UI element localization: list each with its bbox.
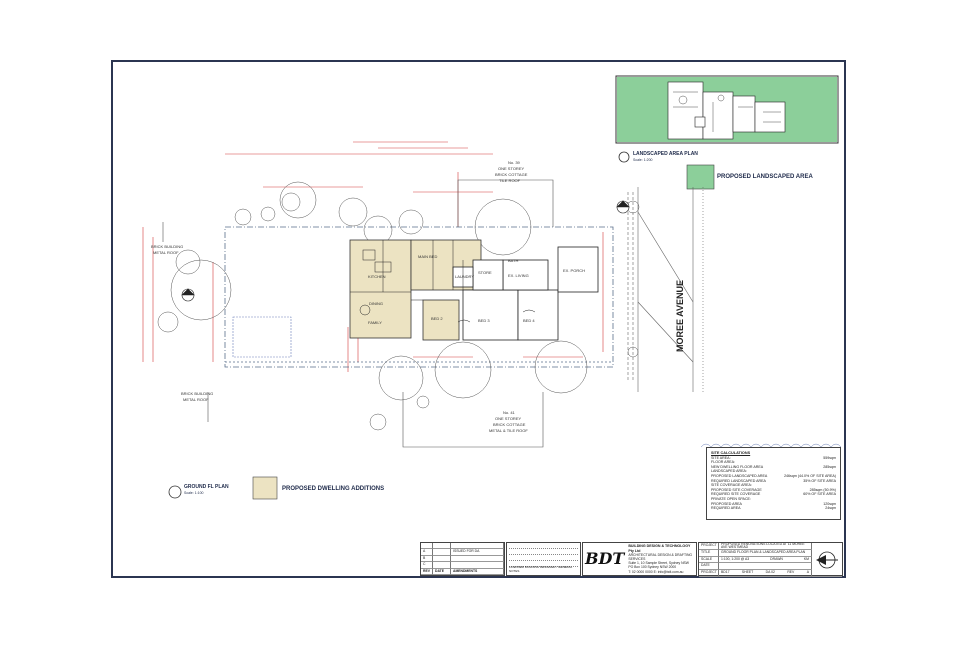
room-label-4: BED 2 [431, 316, 443, 321]
site-calculations: SITE CALCULATIONS SITE AREA:559sqm FLOOR… [706, 447, 841, 520]
neighbour-outlines [162, 179, 554, 448]
property-boundary [224, 226, 614, 368]
rear-left-line-1: METAL ROOF [153, 250, 179, 255]
site-calc-row: SITE COVERAGE AREA: [711, 483, 752, 488]
room-label-11: BATH [508, 258, 518, 263]
rear-left-line-0: BRICK BUILDING [151, 244, 183, 249]
north-lot: No. 39 [508, 160, 521, 165]
north-line-1: BRICK COTTAGE [495, 172, 528, 177]
room-label-0: KITCHEN [368, 274, 386, 279]
rear-bottom-line-1: METAL ROOF [183, 397, 209, 402]
trees [157, 181, 640, 431]
section-markers [181, 200, 630, 302]
room-label-8: EX. PORCH [563, 268, 585, 273]
landscape-plan-scale: Scale: 1:200 [633, 158, 653, 162]
north-line-0: ONE STOREY [498, 166, 524, 171]
ground-plan-scale: Scale: 1:100 [184, 491, 204, 495]
ground-plan-title: GROUND FL PLAN [184, 484, 229, 490]
company-line: T: 02 0000 0000 E: info@bdt.com.au [628, 569, 684, 574]
neighbour-labels: No. 39 ONE STOREY BRICK COTTAGE TILE ROO… [151, 160, 528, 433]
street-name: MOREE AVENUE [675, 280, 685, 352]
room-label-9: STORE [478, 270, 492, 275]
site-plan-drawing: KITCHEN DINING FAMILY MAIN BED BED 2 BED… [142, 75, 842, 500]
landscape-legend-swatch [686, 164, 715, 190]
south-lot: No. 41 [503, 410, 516, 415]
company-line: Suite 1, 10 Sample Street, Sydney NSW [628, 561, 689, 566]
street-lines [627, 187, 704, 392]
ground-plan-marker [168, 485, 182, 499]
dimension-lines [142, 141, 604, 372]
north-arrow-icon [816, 551, 838, 568]
drawing-sheet: KITCHEN DINING FAMILY MAIN BED BED 2 BED… [111, 60, 846, 578]
site-calc-row: PRIVATE OPEN SPACE: [711, 496, 751, 501]
site-calc-row: SITE AREA:559sqm [711, 455, 836, 460]
additions-legend-label: PROPOSED DWELLING ADDITIONS [282, 486, 385, 492]
landscape-zone [232, 316, 292, 358]
proposed-additions [349, 239, 482, 341]
notes-box: LICENSED BUILDING DESIGNER / GENERAL NOT… [506, 542, 581, 576]
site-calc-row: FLOOR AREA: [711, 460, 735, 465]
room-label-3: MAIN BED [418, 254, 437, 259]
room-label-1: DINING [369, 301, 383, 306]
south-line-1: BRICK COTTAGE [493, 422, 526, 427]
company-line: PO Box 100 Sydney NSW 2000 [628, 565, 677, 570]
existing-dwelling [452, 246, 599, 341]
site-calc-heading: SITE CALCULATIONS [711, 451, 751, 455]
north-arrow [812, 543, 842, 577]
company-line: ARCHITECTURAL DESIGN & DRAFTING SERVICES [628, 552, 693, 561]
south-line-0: ONE STOREY [495, 416, 521, 421]
site-calc-row: LANDSCAPED AREA: [711, 469, 747, 474]
rear-bottom-line-0: BRICK BUILDING [181, 391, 213, 396]
project-info: PROJECT PROPOSED RENOVATIONS LOCATED AT … [698, 542, 843, 577]
landscape-area-plan [615, 75, 839, 163]
room-label-2: FAMILY [368, 320, 382, 325]
notes-text: LICENSED BUILDING DESIGNER / GENERAL NOT… [509, 564, 573, 573]
room-label-7: EX. LIVING [508, 273, 529, 278]
room-labels: KITCHEN DINING FAMILY MAIN BED BED 2 BED… [368, 254, 585, 325]
additions-legend-swatch [252, 476, 278, 500]
interior-walls [350, 240, 536, 323]
room-label-6: BED 4 [523, 318, 535, 323]
north-line-2: TILE ROOF [499, 178, 521, 183]
room-label-5: BED 3 [478, 318, 490, 323]
room-label-10: LAUNDRY [455, 274, 474, 279]
company-logo: BDT [585, 548, 625, 568]
landscape-plan-title: LANDSCAPED AREA PLAN [633, 151, 698, 157]
landscape-legend-label: PROPOSED LANDSCAPED AREA [717, 174, 813, 180]
south-line-2: METAL & TILE ROOF [489, 428, 528, 433]
company-name: BUILDING DESIGN & TECHNOLOGY Pty Ltd [628, 544, 691, 553]
company-box: BDT BUILDING DESIGN & TECHNOLOGY Pty Ltd… [582, 542, 697, 576]
